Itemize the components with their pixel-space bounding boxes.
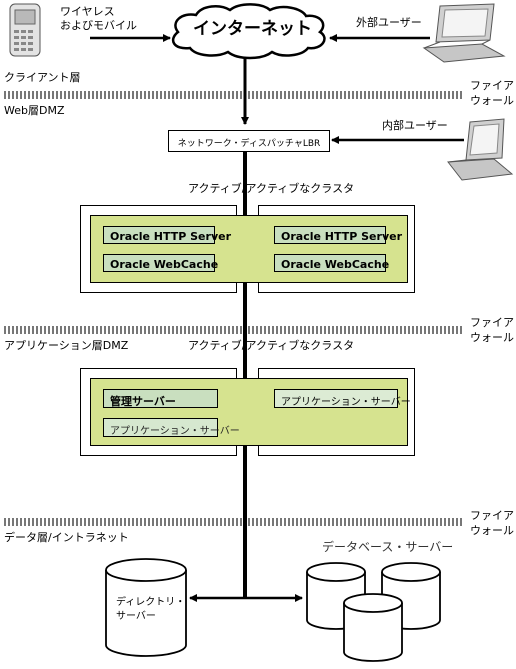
directory-server-label-line2: サーバー (116, 611, 156, 622)
app-cluster-title: アクティブ/アクティブなクラスタ (188, 339, 355, 352)
internet-label: インターネット (193, 19, 312, 39)
firewall-3-label-line1: ファイア (470, 509, 514, 522)
firewall-3 (2, 518, 464, 526)
data-intranet-label: データ層/イントラネット (4, 531, 129, 544)
mobile-phone-icon (9, 3, 41, 57)
firewall-2-label-line2: ウォール (470, 331, 514, 344)
web-dmz-label: Web層DMZ (4, 104, 65, 117)
oracle-http-server-left: Oracle HTTP Server (103, 226, 231, 244)
oracle-webcache-right: Oracle WebCache (274, 254, 389, 272)
app-server-left-box: アプリケーション・サーバー (103, 418, 240, 437)
firewall-1-label-line2: ウォール (470, 94, 514, 107)
network-dispatcher-lbr: ネットワーク・ディスパッチャLBR (168, 130, 330, 152)
admin-server-box: 管理サーバー (103, 389, 218, 408)
firewall-2 (2, 326, 464, 334)
oracle-webcache-left: Oracle WebCache (103, 254, 218, 272)
app-server-right-box: アプリケーション・サーバー (274, 389, 411, 408)
database-servers-label: データベース・サーバー (322, 540, 454, 554)
app-dmz-label: アプリケーション層DMZ (4, 339, 129, 352)
wireless-label-line2: およびモバイル (60, 19, 137, 32)
firewall-3-label-line2: ウォール (470, 524, 514, 537)
firewall-2-label-line1: ファイア (470, 316, 514, 329)
directory-server-cylinder (105, 558, 187, 657)
client-tier-label: クライアント層 (4, 71, 81, 84)
oracle-http-server-right: Oracle HTTP Server (274, 226, 402, 244)
wireless-label-line1: ワイヤレス (60, 5, 115, 18)
internal-laptop-icon (447, 118, 514, 181)
firewall-1 (2, 91, 464, 99)
database-cylinder-3 (343, 593, 403, 662)
web-cluster-title: アクティブ/アクティブなクラスタ (188, 182, 355, 195)
firewall-1-label-line1: ファイア (470, 79, 514, 92)
internet-cloud (171, 3, 326, 60)
internal-users-label: 内部ユーザー (382, 119, 448, 132)
external-users-label: 外部ユーザー (356, 16, 422, 29)
external-laptop-icon (422, 3, 506, 63)
directory-server-label-line1: ディレクトリ・ (116, 597, 186, 608)
